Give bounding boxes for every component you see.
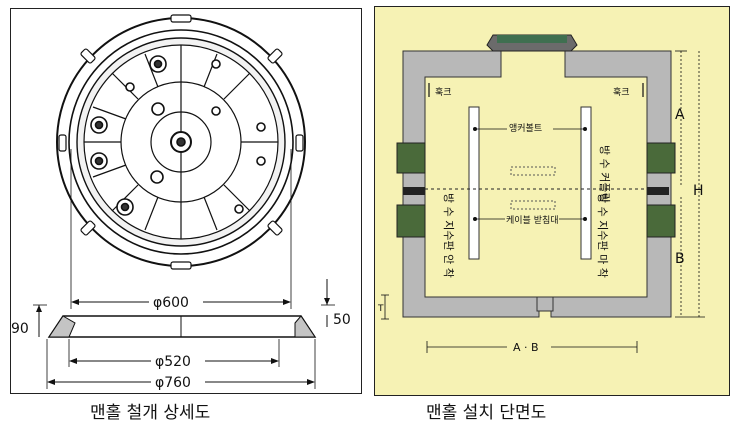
dim-520-label-bg — [151, 352, 205, 368]
waterproof-pipe-left-label: 방 수 지수판 안 착 — [442, 193, 455, 278]
cover-holes — [90, 55, 266, 216]
dim-ab-label-bg — [507, 339, 551, 353]
dim-760-label: φ760 — [155, 375, 191, 391]
dim-90-label: 90 — [11, 321, 29, 337]
manhole-section-drawing: 훅크 훅크 앵커볼트 케이블 받침대 방 수 커플링 방 수 지수판 안 착 방 — [377, 34, 705, 354]
hook-left-label: 훅크 — [435, 86, 452, 98]
manhole-section-panel: 훅크 훅크 앵커볼트 케이블 받침대 방 수 커플링 방 수 지수판 안 착 방 — [374, 6, 730, 396]
dim-50-arrow-top — [324, 298, 330, 305]
cable-support-label-bg — [505, 213, 559, 225]
cable-support-label: 케이블 받침대 — [506, 215, 559, 226]
dim-600-arrow-right — [283, 299, 291, 305]
hook-right-label: 훅크 — [613, 86, 630, 98]
cover-section-left-hatch — [48, 315, 76, 338]
cable-support-left — [468, 106, 480, 260]
dim-520-arrow-left — [69, 358, 77, 364]
dim-50-label: 50 — [333, 312, 351, 328]
dim-t-label: T — [377, 304, 384, 314]
dim-760-arrow-left — [47, 379, 55, 385]
caption-section: 맨홀 설치 단면도 — [426, 403, 547, 423]
pipe-left-lower — [396, 204, 426, 238]
dim-520-label: φ520 — [155, 354, 191, 370]
pipe-left-mid — [403, 187, 425, 195]
outer-lugs — [58, 14, 304, 270]
manhole-cover-drawing: φ600 90 50 φ520 φ760 — [11, 14, 351, 391]
dim-ab-label: A · B — [513, 341, 539, 354]
dim-600-label: φ600 — [153, 295, 189, 311]
cover-section-right-hatch — [294, 315, 316, 338]
pipe-right-upper — [646, 142, 676, 174]
dim-600-label-bg — [149, 293, 203, 309]
dim-760-arrow-right — [307, 379, 315, 385]
pipe-left-upper — [396, 142, 426, 174]
dim-600-arrow-left — [71, 299, 79, 305]
anchor-bolt-label: 앵커볼트 — [509, 123, 542, 134]
manhole-cover-detail-panel: φ600 90 50 φ520 φ760 — [10, 8, 362, 394]
sump — [536, 296, 554, 312]
dim-a-label: A — [675, 107, 685, 123]
caption-cover-detail: 맨홀 철개 상세도 — [90, 403, 211, 423]
concrete-left-wall — [402, 50, 540, 318]
dim-90-arrow-top — [36, 305, 42, 312]
dim-b-label: B — [675, 251, 685, 267]
cable-box-bottom — [510, 200, 556, 210]
dim-h-label: H — [693, 183, 704, 199]
cover-section-top — [47, 315, 317, 338]
top-cover-green — [497, 35, 567, 43]
dim-760-label-bg — [151, 373, 205, 389]
pipe-right-lower — [646, 204, 676, 238]
pipe-right-mid — [647, 187, 669, 195]
cable-support-right — [580, 106, 592, 260]
waterproof-pipe-right-label: 방 수 지수판 마 착 — [596, 193, 609, 278]
cable-box-top — [510, 166, 556, 176]
dim-520-arrow-right — [271, 358, 279, 364]
waterproof-coupling-label: 방 수 커플링 — [598, 145, 611, 203]
anchor-bolt-label-bg — [507, 121, 553, 133]
